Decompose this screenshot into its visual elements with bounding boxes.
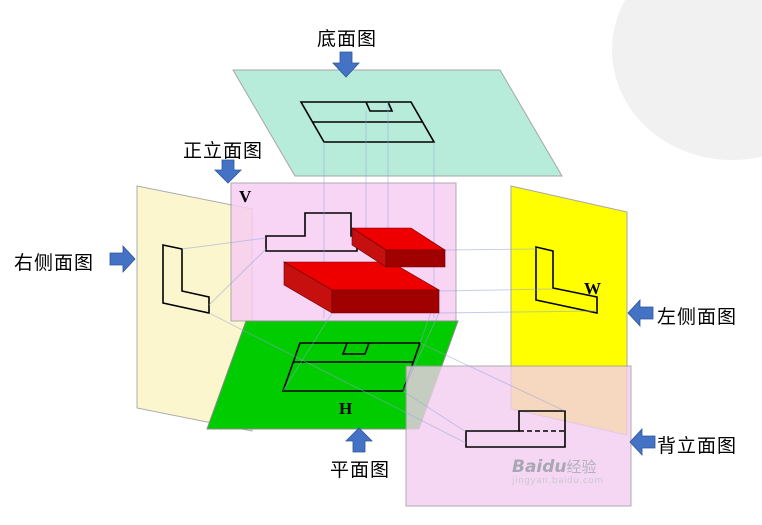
object-slab-front-face	[331, 289, 440, 314]
right-side-plane	[136, 185, 253, 432]
left-side-view-drawing	[535, 245, 598, 314]
view-arrows	[109, 51, 656, 457]
arrow-front-elevation	[214, 159, 242, 184]
label-bottom-view: 底面图	[316, 28, 377, 50]
projection-line	[438, 288, 554, 292]
back-plane	[405, 365, 632, 507]
label-plan-view: 平面图	[330, 459, 391, 481]
label-back-elevation: 背立面图	[657, 435, 738, 457]
arrow-plan-view	[345, 427, 373, 453]
projection-line	[419, 342, 566, 412]
solid-object	[282, 227, 447, 314]
watermark-url: jingyan.baidu.com	[512, 475, 604, 486]
plane-letter-w: W	[584, 279, 601, 298]
projection-line	[402, 390, 467, 433]
object-step-front-face	[385, 249, 446, 268]
arrow-back-elevation	[629, 427, 656, 457]
projection-line	[438, 310, 598, 314]
watermark-brand: Baidu	[512, 457, 567, 477]
projection-line	[444, 248, 538, 251]
back-view-outline	[465, 410, 566, 448]
left-side-view-outline	[535, 245, 598, 314]
label-left-side-view: 左侧面图	[657, 306, 738, 328]
bottom-view-notch	[365, 101, 394, 112]
projection-line	[282, 312, 333, 392]
label-front-elevation: 正立面图	[183, 140, 264, 162]
plane-letter-v: V	[239, 187, 252, 206]
arrow-left-side-view	[627, 298, 654, 328]
projection-line	[208, 312, 467, 444]
watermark: Baidu经验 jingyan.baidu.com	[512, 458, 604, 487]
plane-letter-h: H	[339, 399, 352, 418]
arrow-bottom-view	[332, 51, 360, 78]
projection-lines	[181, 102, 598, 444]
back-view-drawing	[465, 410, 566, 448]
projection-line	[181, 237, 267, 250]
arrow-right-side-view	[109, 244, 136, 274]
projection-line	[402, 312, 440, 392]
label-right-side-view: 右侧面图	[14, 252, 95, 274]
bottom-view-plane	[232, 69, 563, 177]
projection-line	[208, 248, 267, 306]
plan-view-notch	[341, 342, 370, 355]
watermark-suffix: 经验	[566, 458, 597, 476]
